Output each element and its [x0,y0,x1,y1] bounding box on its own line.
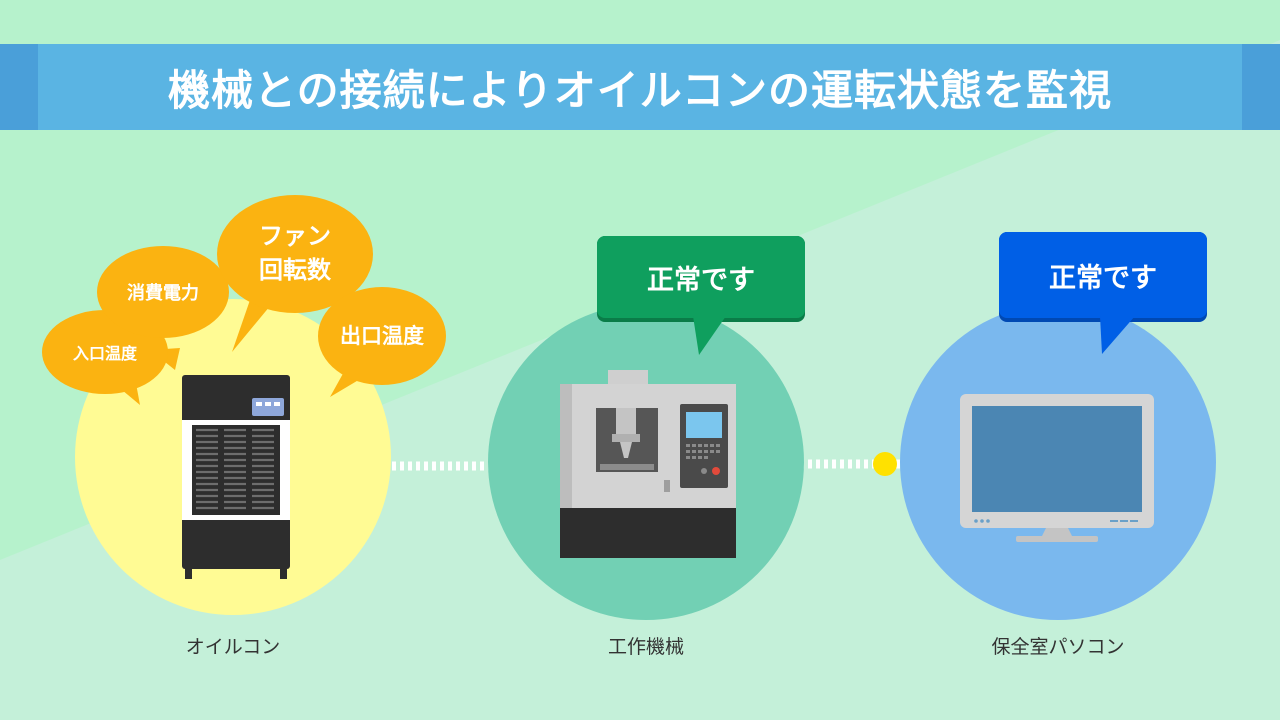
title-bar: 機械との接続によりオイルコンの運転状態を監視 [38,44,1242,130]
machine-status-text: 正常です [647,265,755,296]
bubble-fan-label: ファン 回転数 [225,218,365,288]
machine-status-speech [597,236,805,355]
pc-monitor-icon [960,394,1154,542]
bubble-power [97,246,229,338]
pc-status-speech [999,232,1207,354]
machine-caption: 工作機械 [607,636,684,658]
bubble-power-label: 消費電力 [105,276,221,308]
bubble-fan [217,195,373,313]
outlet-temp-text: 出口温度 [340,324,424,348]
inlet-temp-text: 入口温度 [72,344,137,363]
bubble-inlet-temp-label: 入口温度 [50,336,160,368]
bubble-outlet-temp-label: 出口温度 [322,318,442,352]
pc-status-text: 正常です [1049,263,1157,294]
oilcon-unit-icon [182,375,290,579]
bubble-outlet-temp [318,287,446,385]
oilcon-caption: オイルコン [185,636,281,658]
page-title: 機械との接続によりオイルコンの運転状態を監視 [168,65,1112,115]
pc-caption: 保全室パソコン [991,636,1125,658]
fan-text-line2: 回転数 [259,256,331,284]
machine-tool-icon [560,370,736,558]
fan-text-line1: ファン [259,222,331,250]
title-bar-cap-left [0,44,38,130]
title-bar-cap-right [1242,44,1280,130]
power-text: 消費電力 [127,283,199,304]
connector-dot [873,452,897,476]
